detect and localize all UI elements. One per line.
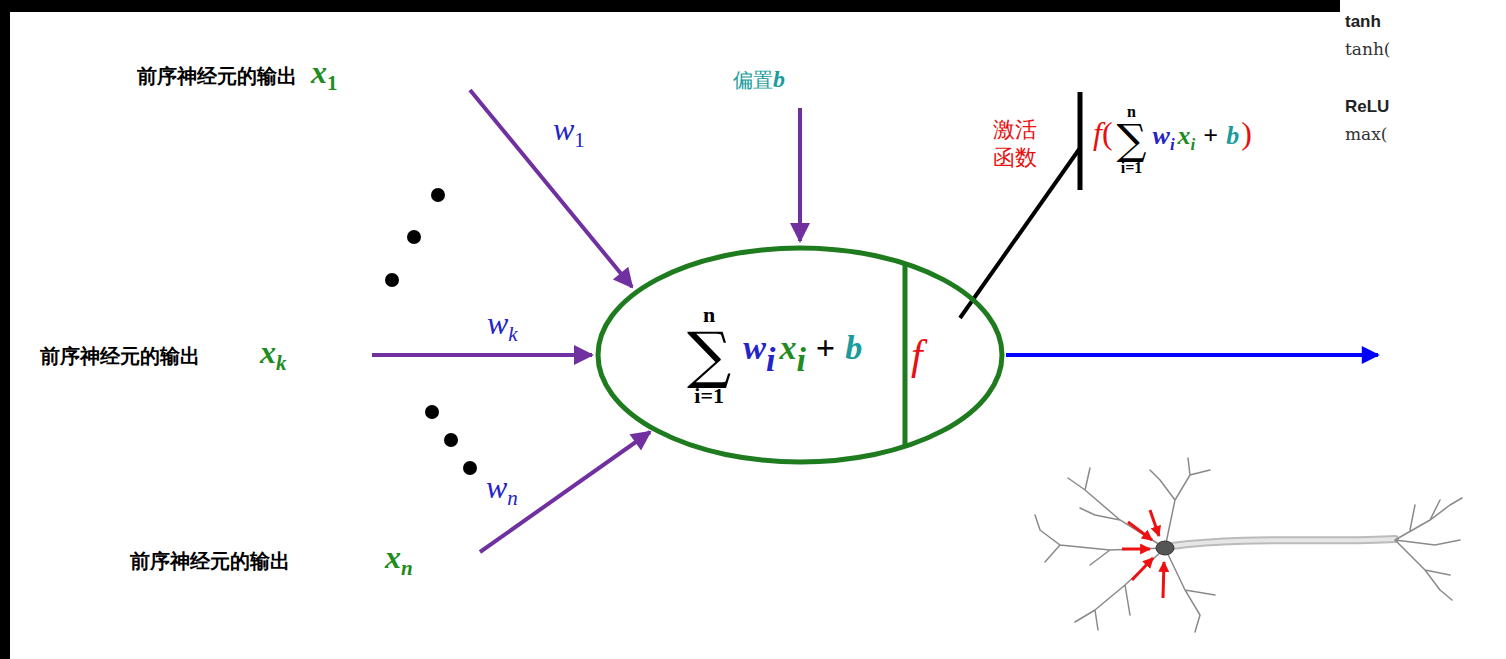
output-arrow xyxy=(1006,353,1378,357)
weight-symbol: w xyxy=(487,305,508,341)
function-symbol: f xyxy=(1093,115,1102,151)
weight-index: n xyxy=(507,487,518,511)
input-label: 前序神经元的输出 xyxy=(137,64,297,88)
activation-leader xyxy=(960,148,1080,318)
formula-symbol: i xyxy=(1170,135,1175,154)
ellipsis-dots xyxy=(385,188,477,475)
input-label: 前序神经元的输出 xyxy=(40,344,200,368)
formula-symbol: i xyxy=(796,341,805,378)
input-symbol: x xyxy=(311,54,327,90)
formula-symbol: w xyxy=(743,329,766,366)
function-formula: max( xyxy=(1345,124,1387,144)
ellipse-divider xyxy=(903,264,908,447)
input-index: k xyxy=(276,352,287,376)
label-group: max( xyxy=(1345,125,1387,145)
side-panel xyxy=(1340,0,1506,12)
input-label: 前序神经元的输出 xyxy=(130,549,290,573)
summation-part: n xyxy=(1127,104,1136,120)
summation-part: i=1 xyxy=(1121,160,1143,176)
formula-symbol: i xyxy=(1191,135,1196,154)
label-group: wn xyxy=(486,469,518,510)
weight-index: 1 xyxy=(574,129,585,153)
weight-symbol: w xyxy=(486,469,507,505)
function-formula: tanh( xyxy=(1345,39,1391,59)
label-group: 激活 函数 xyxy=(993,116,1041,171)
weight-symbol: w xyxy=(553,111,574,147)
node-text-group: f xyxy=(911,331,923,379)
label-group: 前序神经元的输出 xk xyxy=(40,334,287,375)
label-group: tanh xyxy=(1345,12,1381,32)
weight-arrow xyxy=(480,432,650,552)
label-group: f(n∑i=1wixi+b) xyxy=(1093,104,1252,176)
summation-part: i=1 xyxy=(694,384,724,406)
paren: ) xyxy=(1241,115,1252,151)
formula-symbol: x xyxy=(1178,121,1191,150)
summation-stack: n∑i=1 xyxy=(1117,104,1147,176)
paren: ( xyxy=(1102,115,1113,151)
ellipse-border xyxy=(598,248,1002,462)
weight-arrow xyxy=(372,353,592,357)
neuron-soma xyxy=(1156,541,1174,555)
label-group: 偏置b xyxy=(733,66,785,94)
label-group: 前序神经元的输出 xn xyxy=(130,539,413,580)
label-group: 前序神经元的输出 x1 xyxy=(137,54,338,95)
formula-symbol: w xyxy=(1153,121,1170,150)
bias-arrow xyxy=(798,108,802,241)
input-index: 1 xyxy=(327,72,338,96)
formula-symbol: b xyxy=(845,329,862,366)
summation-part: ∑ xyxy=(687,326,731,385)
bias-symbol: b xyxy=(773,66,785,92)
summation-part: n xyxy=(703,304,715,326)
function-name: tanh xyxy=(1345,12,1381,31)
formula-symbol: + xyxy=(1203,121,1218,150)
neuron-ellipse: n∑i=1 wixi + b f xyxy=(595,245,1005,465)
neuron-sketch xyxy=(1035,458,1462,632)
function-name: ReLU xyxy=(1345,97,1389,116)
formula-symbol: x xyxy=(779,329,796,366)
bias-label: 偏置 xyxy=(733,68,773,92)
label-group: w1 xyxy=(553,111,585,152)
label-group: tanh( xyxy=(1345,40,1391,60)
formula-symbol: b xyxy=(1226,121,1239,150)
activation-symbol: f xyxy=(911,332,923,378)
canvas-panel xyxy=(10,12,1506,659)
input-symbol: x xyxy=(385,539,401,575)
summation-part: ∑ xyxy=(1117,120,1147,160)
input-index: n xyxy=(401,557,413,581)
label-group: wk xyxy=(487,305,518,346)
activation-bracket xyxy=(1078,92,1083,190)
formula-symbol: + xyxy=(816,329,835,366)
summation-stack: n∑i=1 xyxy=(687,304,731,407)
node-text-group: n∑i=1 wixi + b xyxy=(687,304,862,407)
formula-symbol: i xyxy=(766,341,775,378)
input-symbol: x xyxy=(260,334,276,370)
label-group: ReLU xyxy=(1345,97,1389,117)
activation-label: 激活 函数 xyxy=(993,116,1041,171)
input-signal-arrows xyxy=(1122,510,1164,598)
weight-arrow xyxy=(470,90,632,287)
weight-index: k xyxy=(508,323,517,347)
